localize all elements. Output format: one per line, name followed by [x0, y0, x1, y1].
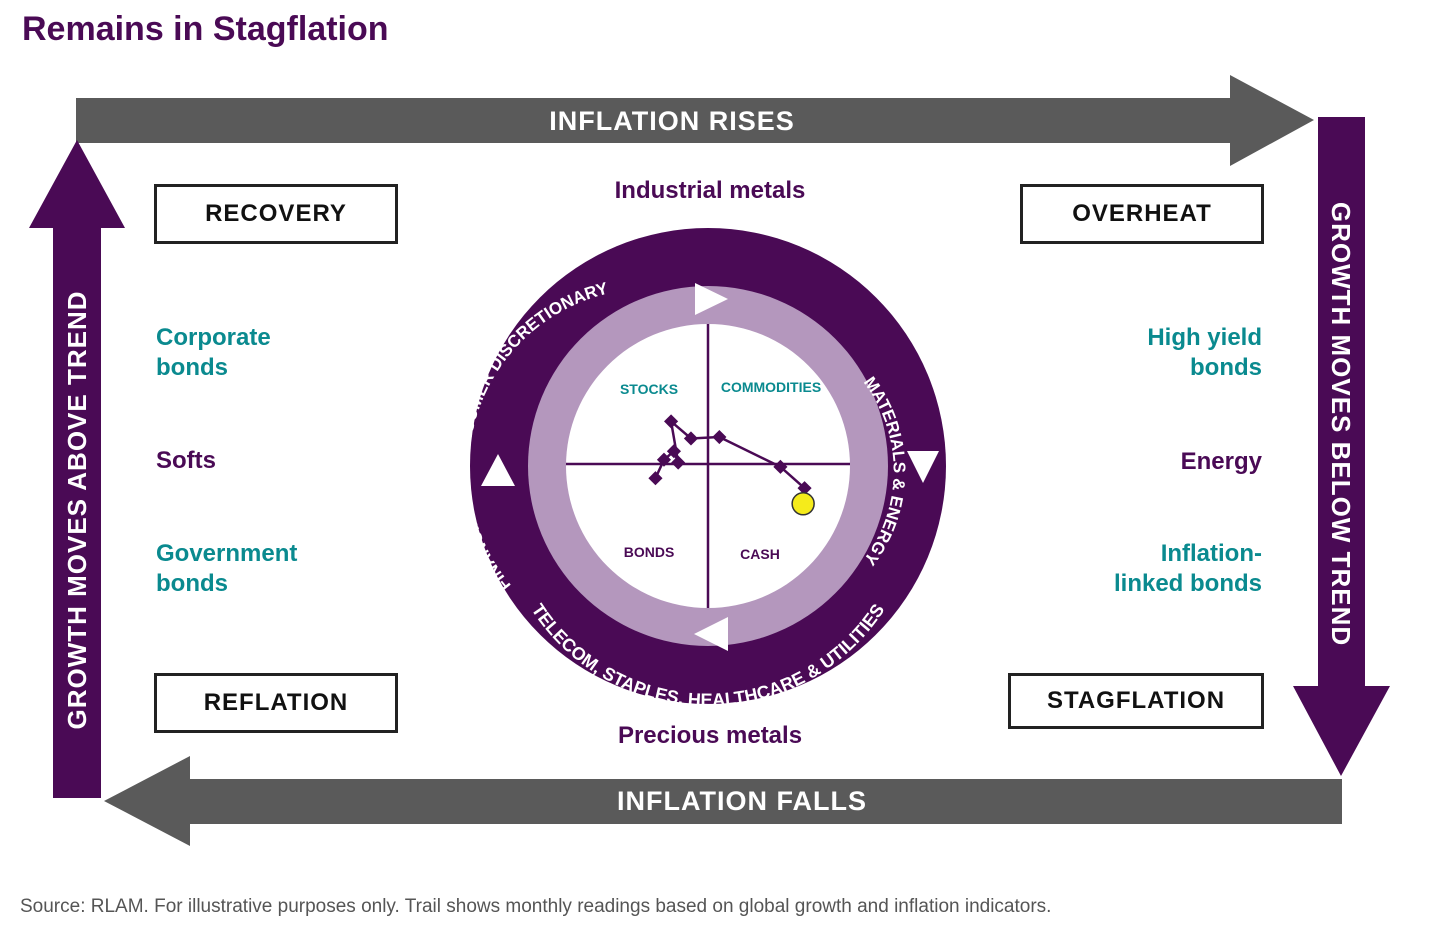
arrow-growth-below-trend [1293, 117, 1390, 776]
asset-corporate-bonds-line1: Corporate [156, 324, 271, 351]
asset-high-yield-bonds-line1: High yield [1147, 324, 1262, 351]
page-title: Remains in Stagflation [22, 10, 389, 48]
triangle-up-icon [481, 454, 515, 486]
asset-energy: Energy [1180, 448, 1262, 475]
asset-high-yield-bonds: High yield bonds [1000, 323, 1262, 383]
phase-overheat-label: OVERHEAT [1072, 200, 1212, 227]
asset-industrial-metals: Industrial metals [614, 177, 806, 204]
phase-recovery-label: RECOVERY [205, 200, 347, 227]
triangle-down-icon [907, 451, 939, 483]
arrow-growth-above-trend [29, 140, 125, 798]
triangle-right-icon [695, 283, 728, 315]
trail-point [664, 414, 679, 429]
phase-recovery: RECOVERY [154, 184, 398, 244]
arrow-inflation-falls [104, 756, 1342, 846]
source-note: Source: RLAM. For illustrative purposes … [20, 896, 1052, 917]
asset-inflation-linked-bonds: Inflation- linked bonds [1000, 539, 1262, 599]
quadrant-stocks: STOCKS [620, 381, 678, 397]
asset-government-bonds-line1: Government [156, 540, 298, 567]
trail-point [648, 471, 663, 486]
growth-inflation-trail [648, 414, 815, 516]
trail-point [671, 455, 686, 470]
phase-stagflation-label: STAGFLATION [1046, 687, 1226, 714]
phase-reflation-label: REFLATION [203, 689, 349, 716]
arrow-label-inflation-rises: INFLATION RISES [549, 106, 795, 136]
arrow-label-growth-above-trend: GROWTH MOVES ABOVE TREND [62, 290, 92, 729]
trail-point [666, 444, 681, 459]
asset-government-bonds: Government bonds [156, 539, 297, 599]
quadrant-commodities: COMMODITIES [721, 379, 821, 395]
arrow-label-inflation-falls: INFLATION FALLS [617, 786, 867, 816]
quadrant-bonds: BONDS [624, 544, 675, 560]
phase-reflation: REFLATION [154, 673, 398, 733]
asset-high-yield-bonds-line2: bonds [1190, 354, 1262, 381]
asset-corporate-bonds: Corporate bonds [156, 323, 271, 383]
asset-inflation-linked-bonds-line2: linked bonds [1113, 570, 1262, 597]
trail-point [797, 481, 812, 496]
asset-inflation-linked-bonds-line1: Inflation- [1160, 540, 1262, 567]
asset-softs: Softs [156, 447, 216, 474]
asset-precious-metals: Precious metals [617, 722, 803, 749]
trail-point [712, 429, 727, 445]
trail-point [773, 459, 788, 474]
arrow-inflation-rises [76, 75, 1314, 166]
current-position-marker [791, 492, 815, 516]
asset-corporate-bonds-line2: bonds [156, 354, 228, 381]
triangle-left-icon [694, 617, 728, 651]
phase-overheat: OVERHEAT [1020, 184, 1264, 244]
arrow-label-growth-below-trend: GROWTH MOVES BELOW TREND [1326, 202, 1356, 646]
asset-government-bonds-line2: bonds [156, 570, 228, 597]
phase-stagflation: STAGFLATION [1008, 673, 1264, 729]
trail-point [683, 431, 699, 446]
trail-point [656, 452, 672, 467]
quadrant-cash: CASH [740, 546, 780, 562]
